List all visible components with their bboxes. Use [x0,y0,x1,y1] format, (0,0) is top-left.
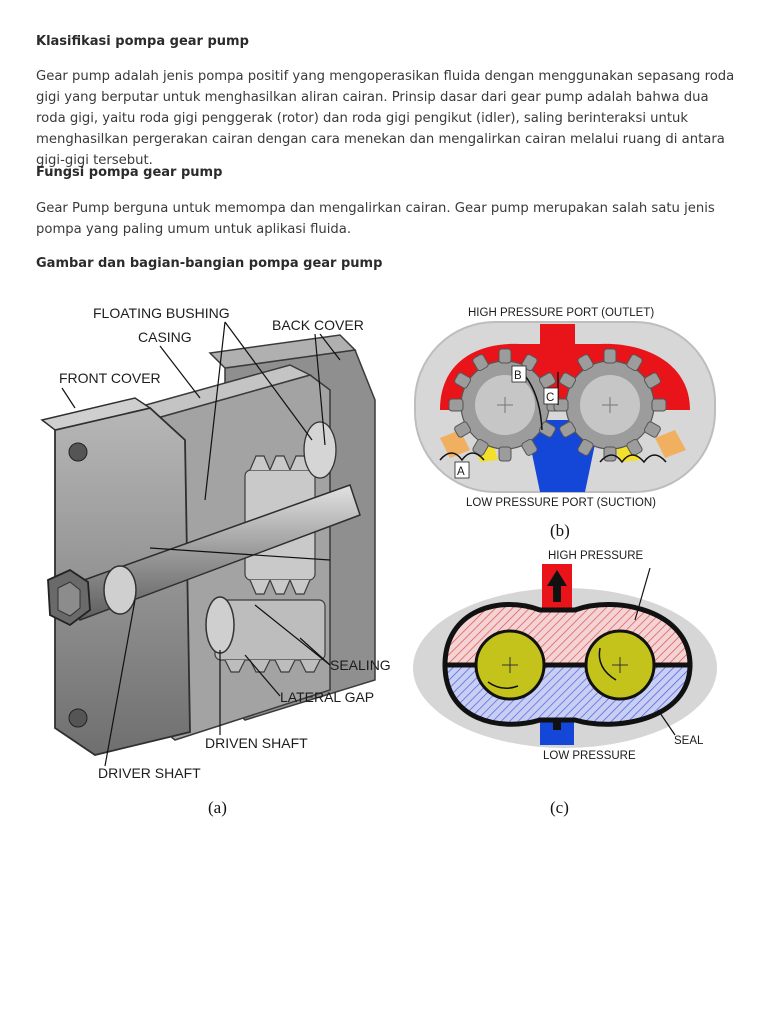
label-point-a: A [457,466,465,478]
caption-c: (c) [550,798,569,817]
label-seal: SEAL [674,735,704,747]
caption-b: (b) [550,521,570,540]
label-driver-shaft: DRIVER SHAFT [98,765,201,781]
label-point-b: B [514,370,522,382]
label-point-c: C [546,392,554,404]
label-driven-shaft: DRIVEN SHAFT [205,735,308,751]
paragraph-fungsi: Gear Pump berguna untuk memompa dan meng… [36,201,715,237]
figure-a-cutaway: FLOATING BUSHING CASING BACK COVER FRONT… [40,305,391,817]
label-casing: CASING [138,329,192,345]
label-low-pressure: LOW PRESSURE [543,750,636,762]
paragraph-klasifikasi: Gear pump adalah jenis pompa positif yan… [36,69,735,168]
label-sealing: SEALING [330,657,391,673]
figure-a-leader-lines [61,321,341,767]
label-outlet: HIGH PRESSURE PORT (OUTLET) [468,307,654,319]
figure-b-flow-diagram: HIGH PRESSURE PORT (OUTLET) [414,307,716,540]
figure-c-pressure-diagram: HIGH PRESSURE SEAL LOW PRESSURE (c) [413,550,717,817]
label-floating-bushing: FLOATING BUSHING [93,305,230,321]
label-high-pressure: HIGH PRESSURE [548,550,644,562]
section-heading-fungsi: Fungsi pompa gear pump [36,165,223,180]
section-heading-klasifikasi: Klasifikasi pompa gear pump [36,34,249,49]
label-lateral-gap: LATERAL GAP [280,689,374,705]
gear-pump-figure: FLOATING BUSHING CASING BACK COVER FRONT… [0,280,768,840]
label-back-cover: BACK COVER [272,317,364,333]
section-heading-gambar: Gambar dan bagian-bangian pompa gear pum… [36,256,383,271]
label-front-cover: FRONT COVER [59,370,161,386]
caption-a: (a) [208,798,227,817]
label-suction: LOW PRESSURE PORT (SUCTION) [466,497,656,509]
